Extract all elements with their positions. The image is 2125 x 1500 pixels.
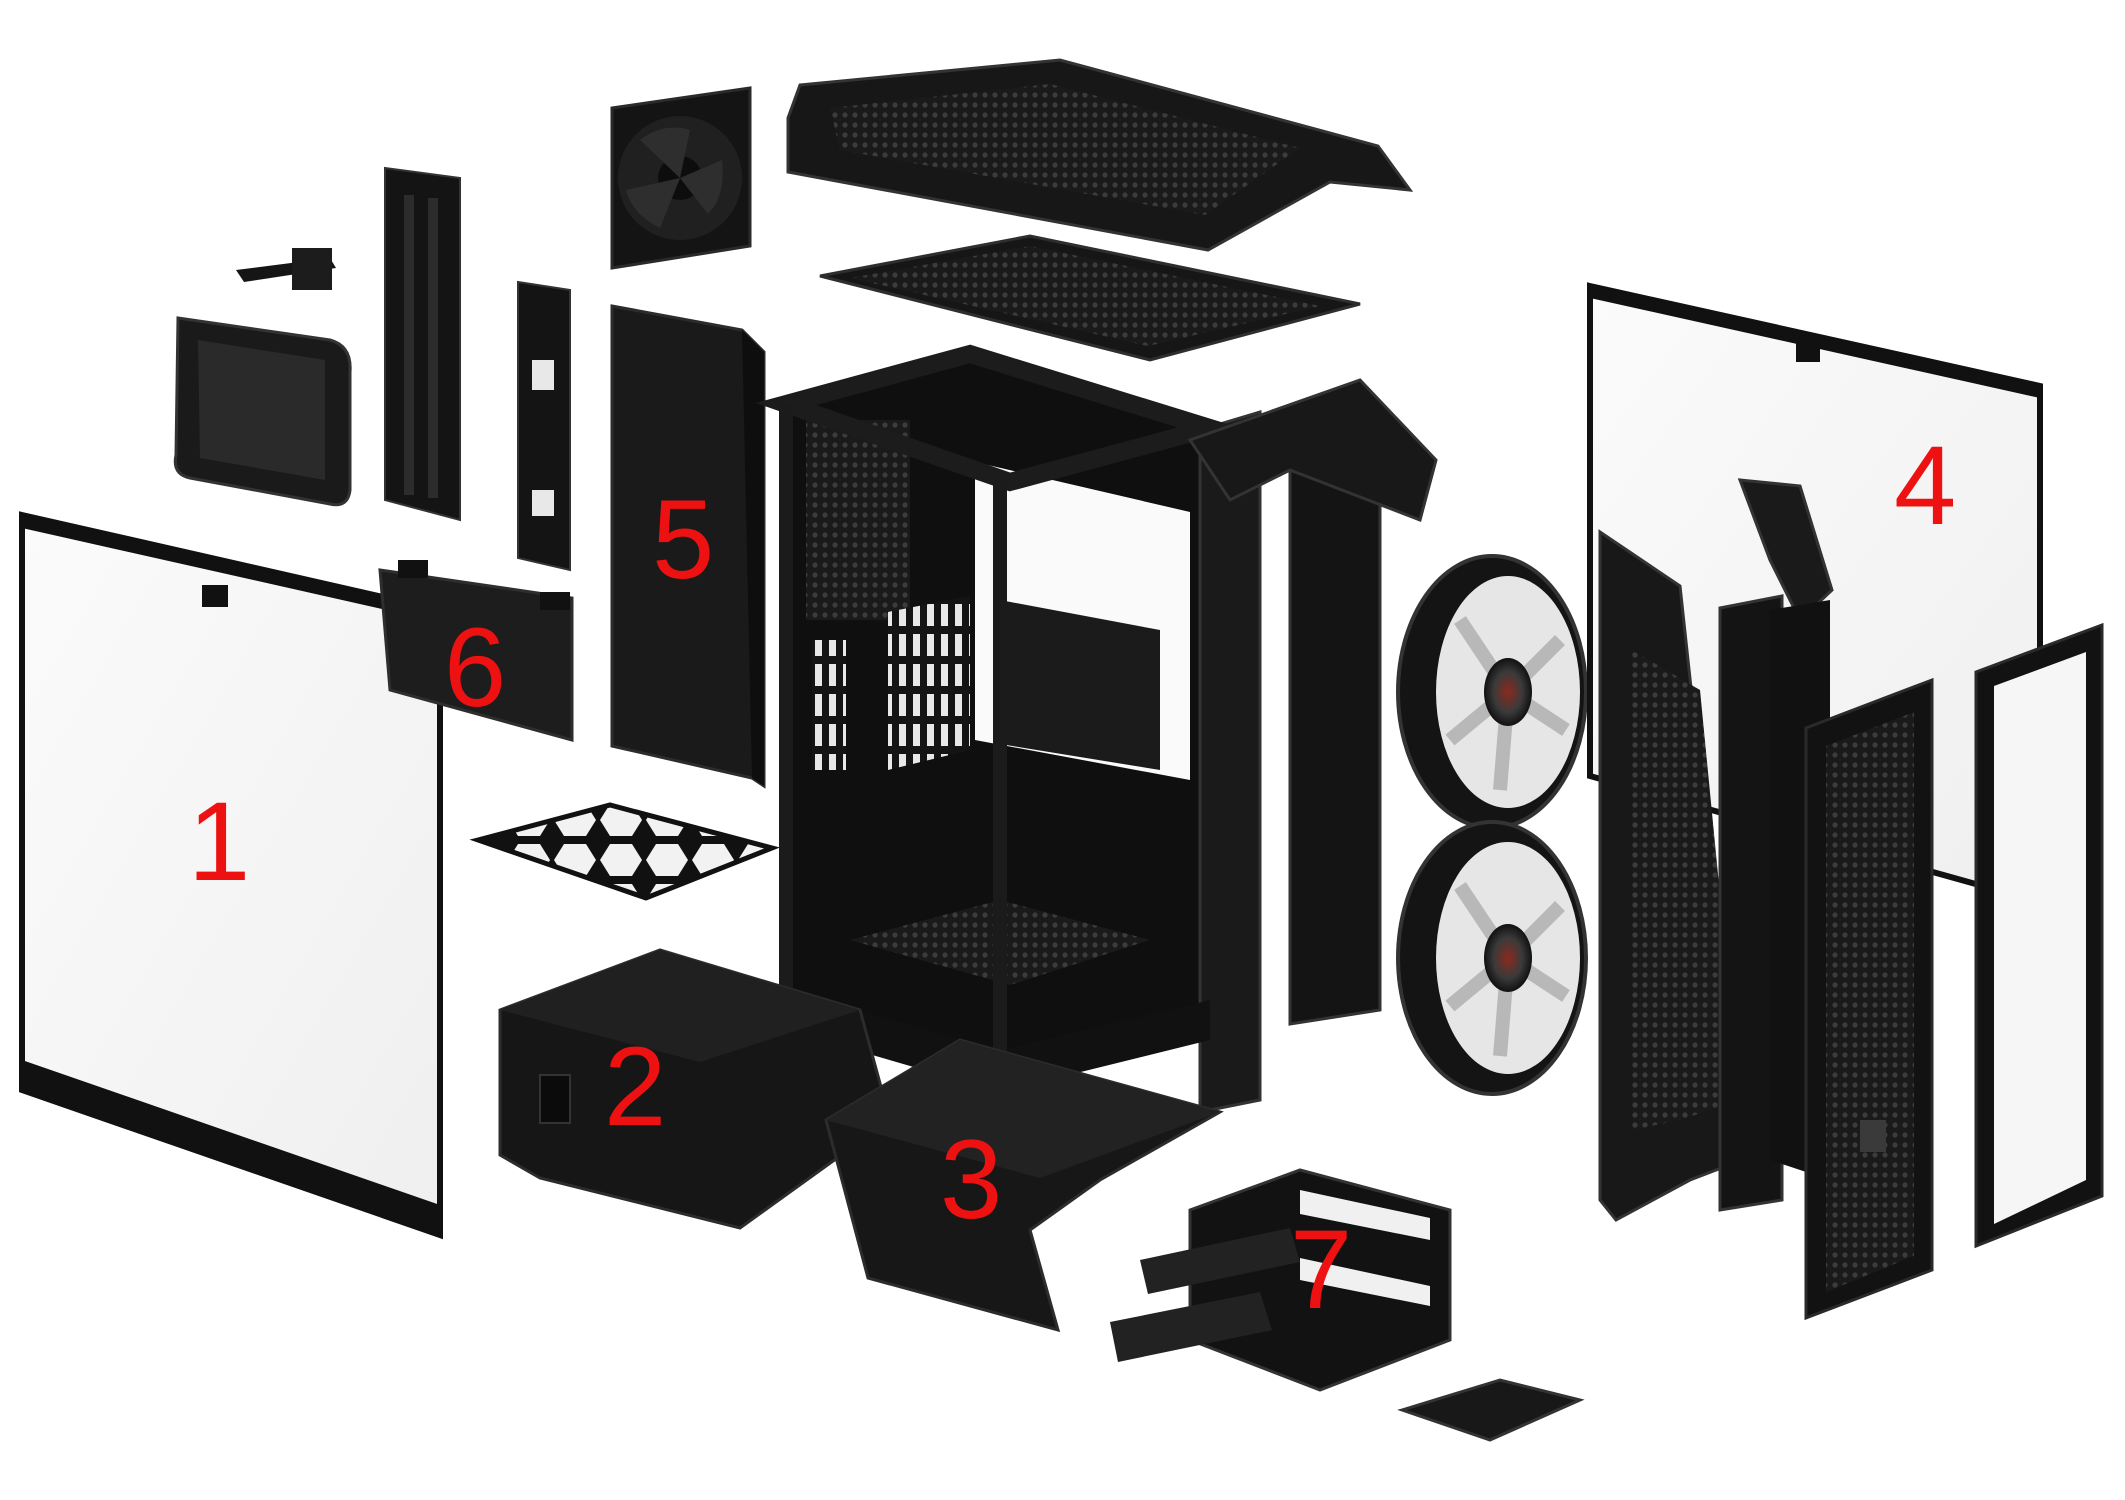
callout-7: 7 — [1290, 1207, 1352, 1332]
thumbscrew-notch — [202, 585, 228, 607]
ssd-tray-cover — [173, 316, 352, 507]
ssd-mount-plate — [1397, 1378, 1585, 1442]
bottom-hex-filter — [469, 802, 780, 901]
top-exhaust-fan — [610, 86, 752, 270]
psu-shroud — [498, 948, 892, 1230]
callout-3: 3 — [940, 1117, 1002, 1242]
callout-1: 1 — [188, 779, 250, 904]
front-rgb-fan-upper — [1396, 554, 1588, 830]
front-glass-insert — [1974, 622, 2104, 1249]
callout-2: 2 — [604, 1024, 666, 1149]
cable-cover-plate — [378, 560, 574, 742]
main-chassis-frame — [755, 344, 1438, 1114]
top-cover — [786, 58, 1414, 252]
rear-fan-mesh — [806, 420, 910, 620]
callout-6: 6 — [444, 605, 506, 730]
callout-5: 5 — [652, 477, 714, 602]
riser-bracket — [517, 280, 571, 572]
left-glass-panel — [19, 511, 443, 1240]
brand-logo-badge — [1860, 1120, 1886, 1152]
vertical-gpu-bracket — [384, 166, 461, 522]
hdd-cage — [1110, 1168, 1452, 1392]
expansion-slots — [888, 596, 970, 770]
callout-4: 4 — [1894, 423, 1956, 548]
front-mesh-filter — [1804, 677, 1934, 1321]
top-dust-filter — [819, 234, 1361, 362]
mount-bracket-small — [236, 248, 336, 290]
cable-management-panel — [610, 304, 766, 789]
hdd-cage-cover — [824, 1038, 1224, 1333]
front-rgb-fan-lower — [1396, 820, 1588, 1096]
